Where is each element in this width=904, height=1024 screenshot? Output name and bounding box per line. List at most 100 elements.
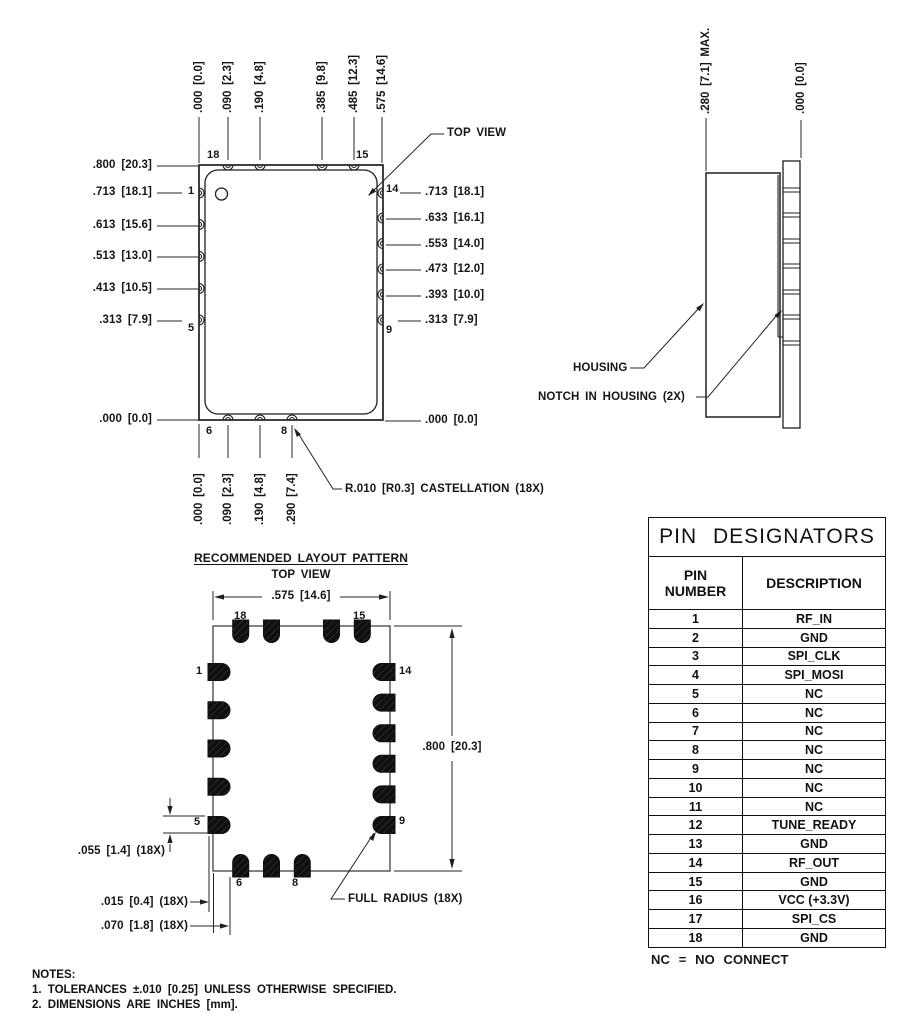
pin1-marker-circle <box>214 187 229 201</box>
dim-bottom-3: .290 [7.4] <box>286 473 298 525</box>
pin-desc-cell: RF_OUT <box>789 855 839 870</box>
dim-left-0: .800 [20.3] <box>92 159 152 171</box>
pin-desc-cell: GND <box>800 630 828 645</box>
pin-number-cell: 8 <box>649 741 743 760</box>
dim-right-3: .473 [12.0] <box>425 263 485 275</box>
pin-number-cell: 13 <box>649 835 743 853</box>
dim-bottom-0: .000 [0.0] <box>193 473 205 525</box>
pin-designators-table: PIN DESIGNATORS PIN NUMBER DESCRIPTION 1… <box>648 517 886 948</box>
pin-number-cell: 9 <box>649 760 743 778</box>
dim-left-1: .713 [18.1] <box>92 186 152 198</box>
layout-dim-lines <box>163 591 462 935</box>
dim-top-5: .575 [14.6] <box>376 54 388 113</box>
layout-pin-8: 8 <box>292 877 299 889</box>
side-view-arrowheads <box>696 303 782 319</box>
notes-heading: NOTES: <box>32 969 76 981</box>
dim-top-1: .090 [2.3] <box>222 61 234 113</box>
side-view-dim-lines <box>630 118 802 398</box>
pin-label-1: 1 <box>188 185 195 197</box>
table-row: 16 VCC (+3.3V) <box>649 891 885 911</box>
top-view-package <box>198 164 384 421</box>
pin-number-cell: 2 <box>649 628 743 647</box>
nc-footnote: NC = NO CONNECT <box>651 952 789 967</box>
solder-pads <box>207 619 396 878</box>
pin-desc-cell: SPI_MOSI <box>784 668 844 683</box>
pin-desc-cell: NC <box>804 780 824 795</box>
pin-table-title: PIN DESIGNATORS <box>649 518 885 557</box>
side-dim-max-height: .280 [7.1] MAX. <box>700 27 712 114</box>
pin-desc-cell: GND <box>800 837 828 852</box>
dim-right-5: .313 [7.9] <box>425 314 478 326</box>
dim-right-6: .000 [0.0] <box>425 414 478 426</box>
notch-label: NOTCH IN HOUSING (2X) <box>538 391 685 403</box>
pin-desc-cell: NC <box>804 762 824 776</box>
layout-subtitle: TOP VIEW <box>271 569 331 581</box>
table-row: 13 GND <box>649 835 885 854</box>
housing-outline <box>705 172 781 418</box>
side-dim-zero: .000 [0.0] <box>795 62 807 114</box>
pin-number-cell: 10 <box>649 778 743 797</box>
pin-desc-cell: NC <box>804 724 824 739</box>
top-view-arrowheads <box>294 187 377 437</box>
dim-right-0: .713 [18.1] <box>425 186 485 198</box>
dim-top-0: .000 [0.0] <box>193 61 205 113</box>
dim-left-2: .613 [15.6] <box>92 219 152 231</box>
pin-number-cell: 6 <box>649 703 743 722</box>
layout-pin-9: 9 <box>399 815 406 827</box>
pin-number-cell: 5 <box>649 685 743 703</box>
dim-right-4: .393 [10.0] <box>425 289 485 301</box>
full-radius-note: FULL RADIUS (18X) <box>348 893 463 905</box>
castellation-note: R.010 [R0.3] CASTELLATION (18X) <box>345 483 544 495</box>
layout-pin-14: 14 <box>399 665 412 677</box>
housing-label: HOUSING <box>573 362 628 374</box>
pin-number-cell: 11 <box>649 797 743 816</box>
pin-desc-cell: NC <box>804 705 824 720</box>
layout-pad-length-dim: .070 [1.8] (18X) <box>100 920 188 932</box>
layout-pin-18: 18 <box>234 610 247 622</box>
dim-top-4: .485 [12.3] <box>348 54 360 113</box>
top-view-callout: TOP VIEW <box>447 127 507 139</box>
layout-pin-5: 5 <box>194 816 201 828</box>
pin-number-cell: 3 <box>649 647 743 666</box>
pin-label-9: 9 <box>386 324 393 336</box>
pin-desc-cell: GND <box>800 931 828 946</box>
dim-bottom-1: .090 [2.3] <box>222 473 234 525</box>
dim-left-5: .313 [7.9] <box>99 314 152 326</box>
table-row: 2 GND <box>649 628 885 648</box>
layout-arrowheads <box>167 594 455 929</box>
table-row: 3 SPI_CLK <box>649 647 885 667</box>
description-column-header: DESCRIPTION <box>766 575 862 591</box>
layout-pad-offset-dim: .015 [0.4] (18X) <box>100 896 188 908</box>
pin-number-cell: 4 <box>649 666 743 685</box>
dim-top-2: .190 [4.8] <box>254 61 266 113</box>
pin-label-14: 14 <box>386 183 399 195</box>
pin-number-cell: 1 <box>649 610 743 628</box>
layout-pattern <box>207 619 396 878</box>
pin-desc-cell: VCC (+3.3V) <box>778 893 850 908</box>
pin-number-cell: 16 <box>649 891 743 910</box>
table-row: 6 NC <box>649 703 885 723</box>
pin-desc-cell: SPI_CS <box>791 912 837 927</box>
dim-left-4: .413 [10.5] <box>92 282 152 294</box>
table-row: 4 SPI_MOSI <box>649 666 885 686</box>
dim-right-2: .553 [14.0] <box>425 238 485 250</box>
side-view <box>705 160 801 429</box>
pin-number-cell: 14 <box>649 853 743 872</box>
dim-top-3: .385 [9.8] <box>316 61 328 113</box>
layout-title: RECOMMENDED LAYOUT PATTERN <box>193 551 409 565</box>
layout-width-dim: .575 [14.6] <box>271 590 331 602</box>
dim-bottom-2: .190 [4.8] <box>254 473 266 525</box>
table-row: 14 RF_OUT <box>649 853 885 873</box>
pin-number-column-header: PIN NUMBER <box>649 557 743 609</box>
pin-desc-cell: SPI_CLK <box>787 649 841 664</box>
dim-left-3: .513 [13.0] <box>92 250 152 262</box>
pin-label-8: 8 <box>281 425 288 437</box>
